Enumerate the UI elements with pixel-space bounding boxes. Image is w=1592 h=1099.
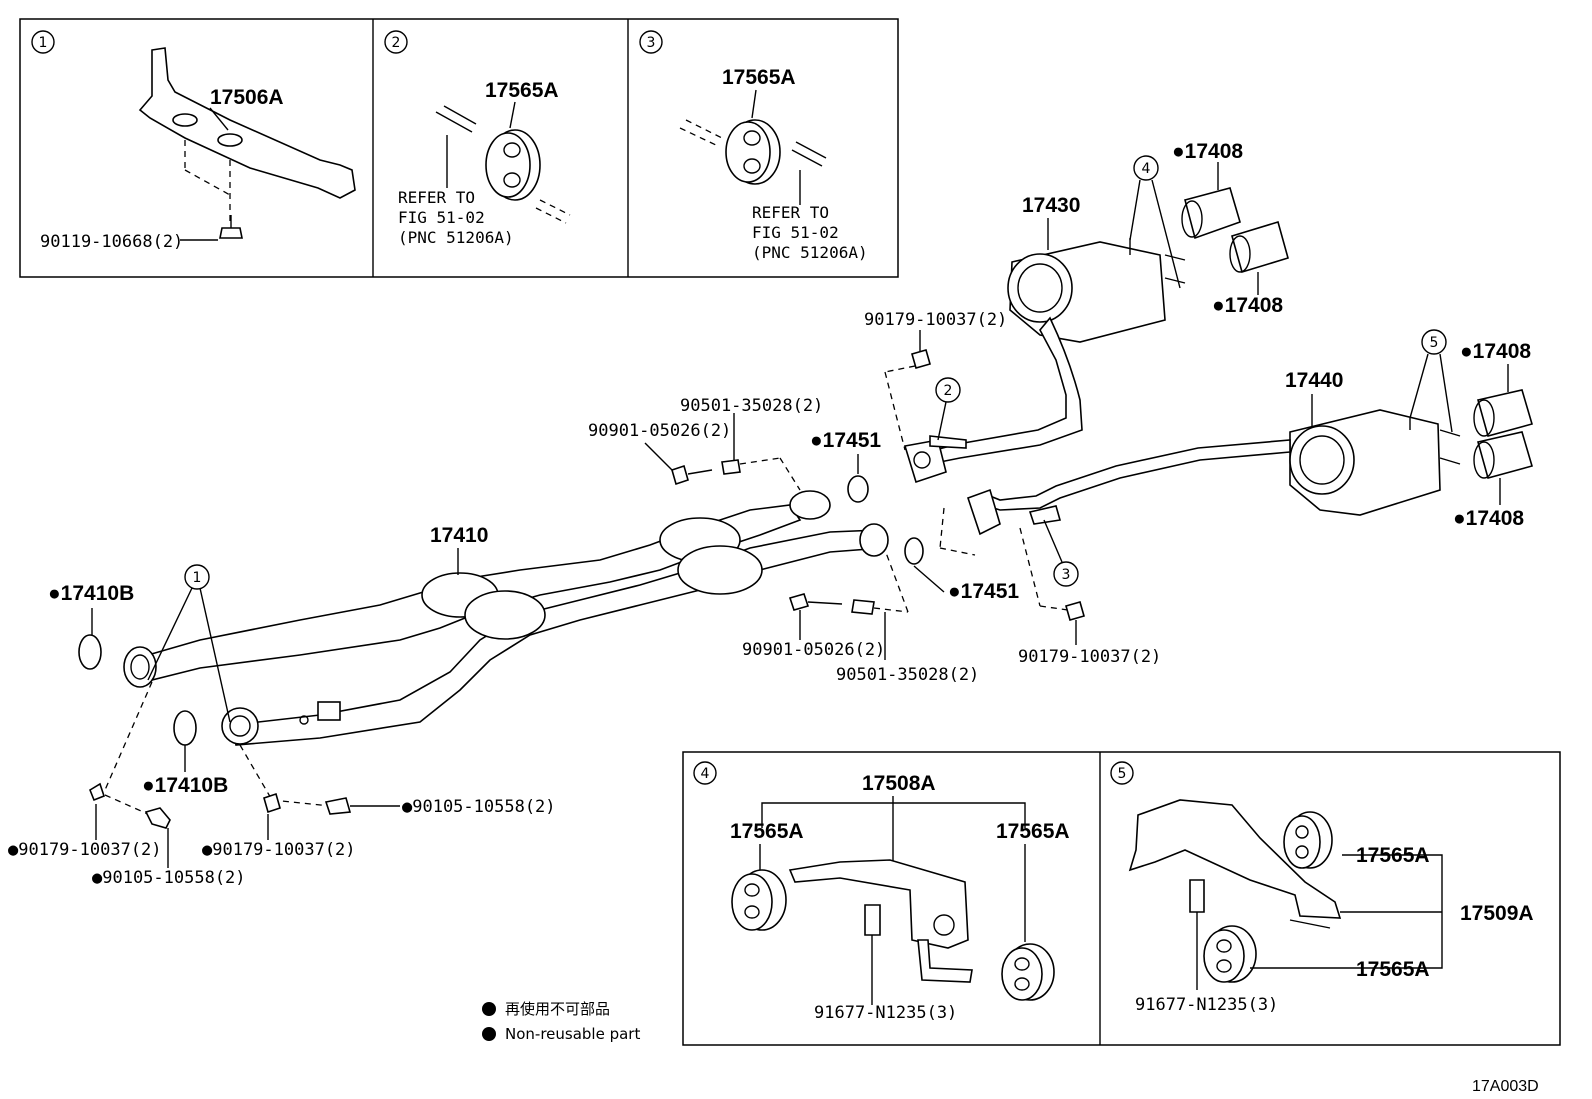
label-17410B-top: ●17410B [48, 582, 134, 605]
label-17408-c: ●17408 [1460, 340, 1531, 363]
label-91677-N1235-5: 91677-N1235(3) [1135, 995, 1278, 1015]
callout-number: 3 [1062, 567, 1071, 583]
label-17440: 17440 [1285, 369, 1343, 392]
tail-tip-shape [1184, 187, 1241, 240]
label-17565A-4b: 17565A [996, 820, 1070, 843]
detail-panel-bottom [682, 751, 1561, 1046]
label-90179-10037-top: 90179-10037(2) [864, 310, 1007, 330]
label-17565A: 17565A [722, 66, 796, 89]
callout-number: 5 [1430, 335, 1439, 351]
legend-english: Non-reusable part [505, 1025, 640, 1043]
callout-number: 1 [39, 35, 48, 51]
callout-number: 5 [1118, 766, 1127, 782]
label-17451-top: ●17451 [810, 429, 881, 452]
diagram-code: 17A003D [1472, 1078, 1539, 1095]
label-17410B-bottom: ●17410B [142, 774, 228, 797]
label-90179-10037-mid: ●90179-10037(2) [202, 840, 356, 860]
label-90119-10668: 90119-10668(2) [40, 232, 183, 252]
gasket-17451-top-shape [847, 475, 869, 503]
callout-circle [31, 30, 55, 54]
label-90901-05026-top: 90901-05026(2) [588, 421, 731, 441]
detail-3: 3 17565A REFER TO FIG 51-02 (PNC 51206A) [639, 30, 868, 262]
callout-circle [184, 564, 210, 590]
legend-japanese: 再使用不可部品 [505, 1000, 610, 1018]
tail-tip-shape [1477, 389, 1533, 437]
label-17565A-5a: 17565A [1356, 844, 1430, 867]
front-pipe-17410 [123, 490, 889, 746]
label-17508A: 17508A [862, 772, 936, 795]
legend-bullet [482, 1002, 496, 1016]
label-17408-a: ●17408 [1172, 140, 1243, 163]
label-90501-35028-bottom: 90501-35028(2) [836, 665, 979, 685]
fig-text: FIG 51-02 [752, 223, 839, 242]
detail-1: 1 17506A 90119-10668(2) [31, 30, 356, 252]
label-17509A: 17509A [1460, 902, 1534, 925]
muffler-17440 [966, 409, 1461, 536]
muffler-17430 [903, 238, 1186, 484]
label-17430: 17430 [1022, 194, 1080, 217]
detail-panel-top [19, 18, 899, 278]
label-17565A-4a: 17565A [730, 820, 804, 843]
gasket-17451-bottom-shape [904, 537, 924, 565]
label-17408-b: ●17408 [1212, 294, 1283, 317]
callout-number: 3 [647, 35, 656, 51]
label-17565A: 17565A [485, 79, 559, 102]
callout-number: 2 [392, 35, 401, 51]
label-90105-10558-left: ●90105-10558(2) [92, 868, 246, 888]
label-17410: 17410 [430, 524, 488, 547]
callout-number: 2 [944, 383, 953, 399]
label-90179-10037-right: 90179-10037(2) [1018, 647, 1161, 667]
pnc-text: (PNC 51206A) [398, 228, 514, 247]
label-17506A: 17506A [210, 86, 284, 109]
detail-2: 2 17565A REFER TO FIG 51-02 (PNC 51206A) [384, 30, 571, 247]
label-90179-10037-left: ●90179-10037(2) [8, 840, 162, 860]
label-17565A-5b: 17565A [1356, 958, 1430, 981]
fig-text: FIG 51-02 [398, 208, 485, 227]
gasket-shape [78, 634, 102, 670]
label-91677-N1235-4: 91677-N1235(3) [814, 1003, 957, 1023]
callout-number: 4 [701, 766, 710, 782]
detail-5: 5 17565A 17509A 17565A 91677-N1235(3) [1110, 761, 1534, 1015]
detail-4: 4 17508A 17565A 17565A 91677-N1235(3) [693, 761, 1070, 1023]
label-17408-d: ●17408 [1453, 507, 1524, 530]
bracket-17506A-shape [138, 47, 356, 199]
label-90901-05026-bottom: 90901-05026(2) [742, 640, 885, 660]
label-90105-10558-right: ●90105-10558(2) [402, 797, 556, 817]
refer-text: REFER TO [398, 188, 475, 207]
label-17451-bottom: ●17451 [948, 580, 1019, 603]
pnc-text: (PNC 51206A) [752, 243, 868, 262]
callout-number: 1 [193, 570, 202, 586]
refer-text: REFER TO [752, 203, 829, 222]
label-90501-35028-top: 90501-35028(2) [680, 396, 823, 416]
callout-number: 4 [1142, 161, 1151, 177]
